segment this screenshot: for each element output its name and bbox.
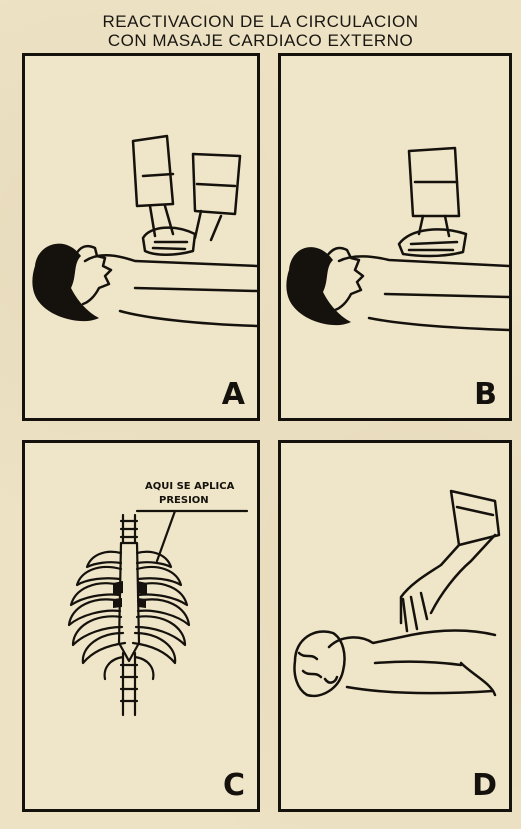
panel-b: B	[278, 53, 512, 421]
panel-label-a: A	[222, 380, 245, 410]
panel-c: AQUI SE APLICA PRESION C	[22, 440, 260, 812]
callout-line-2: PRESION	[159, 495, 209, 507]
panel-label-c: C	[223, 771, 245, 801]
ribcage-illustration	[25, 443, 257, 809]
callout-line-1: AQUI SE APLICA	[145, 481, 234, 493]
page-title-line-2: CON MASAJE CARDIACO EXTERNO	[0, 32, 521, 49]
panel-label-b: B	[474, 380, 497, 410]
cpr-compression-illustration	[281, 56, 509, 418]
panel-a: A	[22, 53, 260, 421]
page-title-line-1: REACTIVACION DE LA CIRCULACION	[0, 13, 521, 30]
cpr-hands-on-chest-illustration	[25, 56, 257, 418]
infant-compression-illustration	[281, 443, 509, 809]
panel-label-d: D	[472, 771, 497, 801]
panel-d: D	[278, 440, 512, 812]
